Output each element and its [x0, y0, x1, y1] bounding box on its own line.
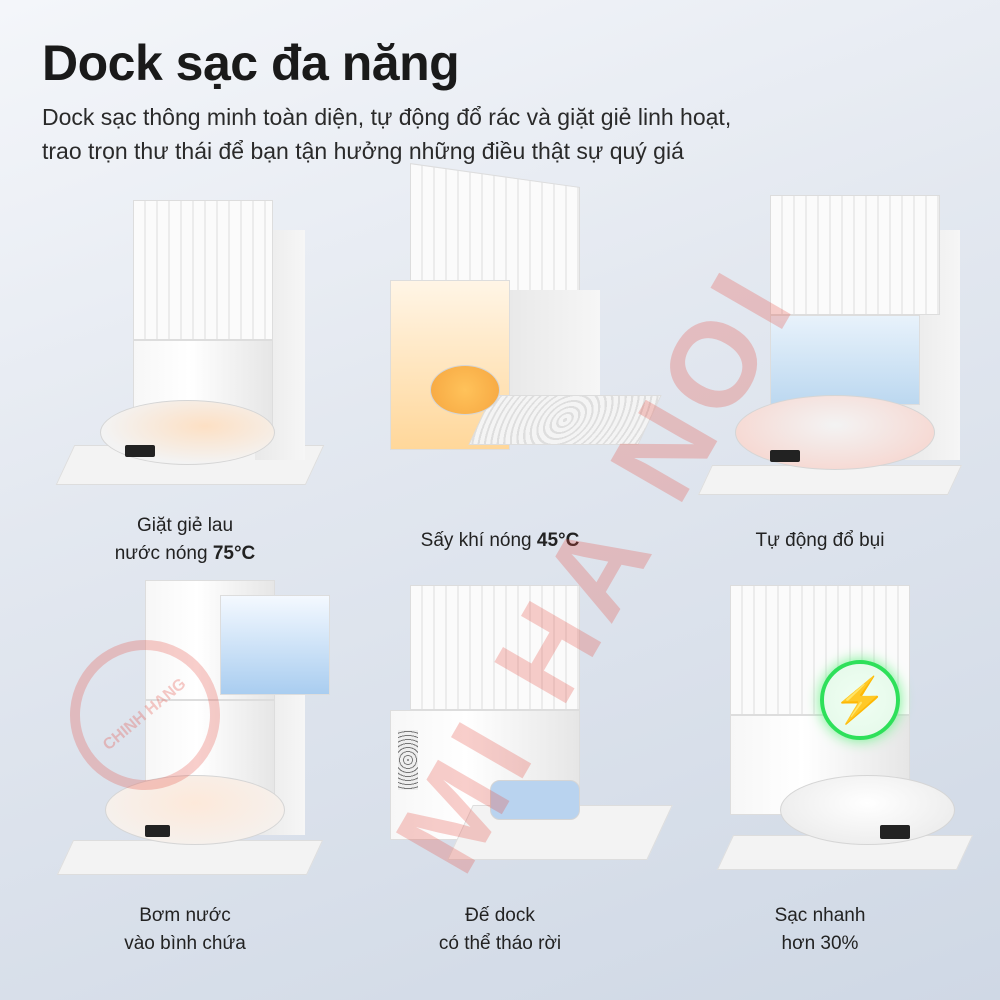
dock-image — [350, 580, 673, 870]
feature-hot-water-wash: Giặt giẻ lau nước nóng 75°C — [20, 190, 350, 580]
subtitle-line-2: trao trọn thư thái để bạn tận hưởng nhữn… — [42, 138, 684, 164]
caption-line-2: nước nóng 75°C — [114, 543, 256, 564]
caption-line-1: Bơm nước — [139, 905, 231, 926]
feature-fast-charge: ⚡ Sạc nhanh hơn 30% — [655, 580, 985, 970]
caption-line-1: Sấy khí nóng 45°C — [420, 530, 580, 551]
dock-image — [675, 190, 965, 495]
charging-bolt-icon: ⚡ — [820, 660, 900, 740]
caption-line-1: Tự động đổ bụi — [755, 530, 885, 551]
page-subtitle: Dock sạc thông minh toàn diện, tự động đ… — [42, 100, 942, 168]
feature-hot-air-dry: Sấy khí nóng 45°C — [335, 163, 665, 560]
caption-line-2: vào bình chứa — [124, 933, 246, 954]
caption-line-1: Giặt giẻ lau — [136, 515, 234, 536]
caption-line-1: Sạc nhanh — [774, 905, 866, 926]
page-title: Dock sạc đa năng — [42, 35, 460, 91]
feature-auto-empty: Tự động đổ bụi — [655, 190, 985, 580]
dock-image — [45, 580, 330, 875]
feature-water-pump: Bơm nước vào bình chứa — [20, 580, 350, 970]
dock-image — [350, 163, 662, 470]
caption-line-2: hơn 30% — [781, 933, 859, 954]
dock-image: ⚡ — [675, 580, 974, 870]
caption-line-1: Đế dock — [465, 905, 535, 926]
dock-image — [45, 190, 325, 490]
feature-removable-base: Đế dock có thể tháo rời — [335, 580, 673, 970]
subtitle-line-1: Dock sạc thông minh toàn diện, tự động đ… — [42, 104, 732, 130]
caption-line-2: có thể tháo rời — [438, 933, 562, 954]
